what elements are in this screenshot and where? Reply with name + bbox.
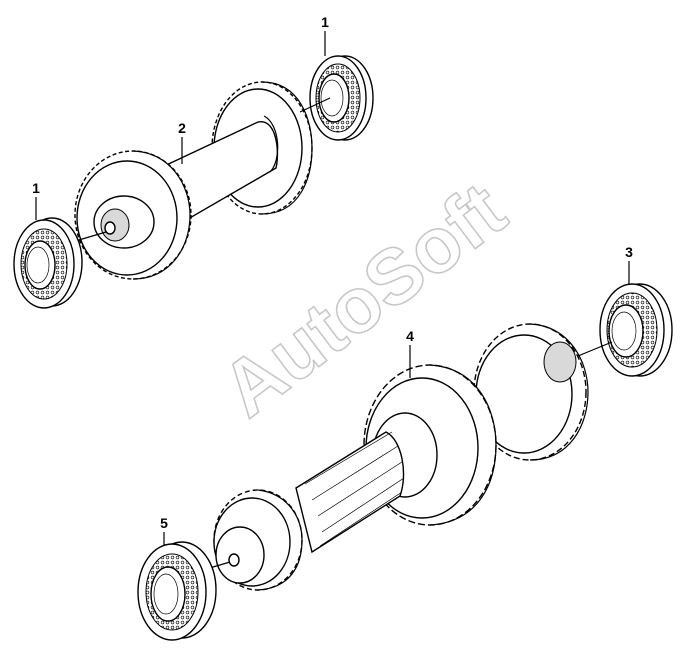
callout-4: 4 bbox=[406, 328, 414, 378]
front-gear-shaft-2 bbox=[71, 150, 192, 280]
bearing-left bbox=[13, 217, 83, 309]
callout-2: 2 bbox=[178, 120, 186, 164]
callout-1-left: 1 bbox=[32, 180, 40, 220]
splined-shaft-4 bbox=[295, 431, 405, 554]
callout-3: 3 bbox=[625, 244, 633, 284]
front-gear-shaft-4 bbox=[195, 489, 303, 591]
bearing-3 bbox=[577, 283, 673, 377]
callout-label: 2 bbox=[178, 120, 186, 136]
bearing-5 bbox=[137, 541, 217, 641]
rear-gear-shaft-4 bbox=[473, 323, 589, 461]
bearing-upper-right bbox=[309, 55, 374, 141]
callout-label: 1 bbox=[32, 180, 40, 196]
callout-label: 1 bbox=[321, 14, 329, 30]
callout-label: 3 bbox=[625, 244, 633, 260]
callout-label: 5 bbox=[160, 515, 168, 531]
callout-label: 4 bbox=[406, 328, 414, 344]
callout-1-upper-right: 1 bbox=[321, 14, 329, 56]
callout-5: 5 bbox=[160, 515, 168, 546]
